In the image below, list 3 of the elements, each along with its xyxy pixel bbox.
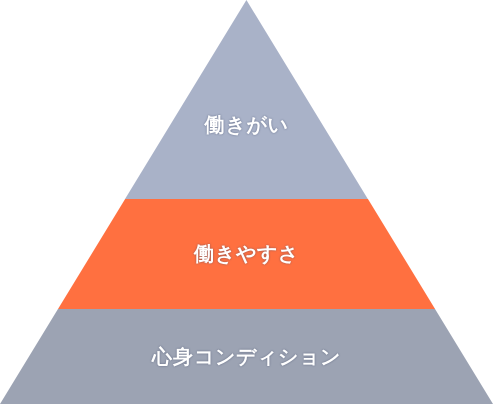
tier-label: 働きやすさ [194, 240, 299, 268]
tier-label: 働きがい [204, 112, 288, 139]
tier-label: 心身コンディション [152, 343, 341, 370]
